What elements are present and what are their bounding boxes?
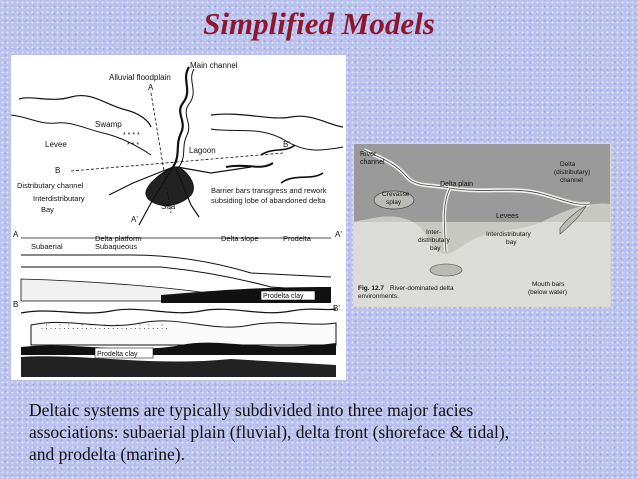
barrier-bars-label-1: Barrier bars transgress and rework (211, 186, 327, 195)
subaerial-label: Subaerial (31, 242, 63, 251)
delta-distributary-label-2: (distributary) (554, 169, 590, 176)
plan-a-label: A (148, 83, 154, 92)
river-dominated-delta-figure: River channel Delta plain Crevasse splay… (353, 143, 611, 307)
delta-plan-and-sections-figure: * * * * * * * Main channel Alluvial floo… (10, 55, 346, 380)
delta-distributary-label-3: channel (560, 177, 583, 184)
svg-text:. : . . : . : . . : . : . . :: . : . . : . : . . : . : . . : . . : . : … (41, 322, 168, 331)
delta-platform-label: Delta platform (95, 234, 142, 243)
svg-text:* * * *: * * * * (123, 132, 140, 139)
swamp-label: Swamp (95, 120, 122, 129)
sea-label: Sea (161, 202, 176, 211)
plan-a-prime-label: A' (131, 215, 138, 224)
river-channel-label-1: River (360, 151, 377, 158)
interdistributary-bay-label-2: bay (506, 239, 517, 246)
barrier-bars-label-2: subsiding lobe of abandoned delta (211, 196, 326, 205)
delta-diagram-svg: * * * * * * * Main channel Alluvial floo… (10, 61, 344, 377)
lagoon-label: Lagoon (189, 146, 216, 155)
slide-title: Simplified Models (203, 6, 435, 41)
plan-b-label: B (55, 166, 60, 175)
crevasse-splay-label-1: Crevasse (382, 191, 410, 198)
figure-caption-line-2: environments. (358, 293, 399, 300)
main-channel-label: Main channel (190, 61, 238, 70)
svg-text:* * *: * * * (127, 142, 139, 149)
slide-caption: Deltaic systems are typically subdivided… (29, 399, 629, 465)
prodelta-label: Prodelta (283, 234, 312, 243)
subaqueous-label: Subaqueous (95, 242, 137, 251)
plan-b-prime-label: B' (283, 140, 290, 149)
interdistributary-label: Interdistributary (33, 194, 85, 203)
delta-plain-label: Delta plain (440, 181, 473, 188)
inter-distributary-bay-label-3: bay (430, 245, 441, 252)
section-a-prodelta-clay-label: Prodelta clay (263, 293, 304, 300)
section-b-prime-label: B' (333, 304, 340, 313)
section-a-prime-label: A' (335, 230, 342, 239)
inter-distributary-bay-label-2: distributary (418, 237, 451, 244)
inter-distributary-bay-label-1: Inter- (426, 229, 441, 236)
section-a-label: A (13, 230, 19, 239)
bay-label: Bay (41, 205, 54, 214)
delta-slope-label: Delta slope (221, 234, 259, 243)
levees-label: Levees (496, 213, 519, 220)
interdistributary-bay-label-1: Interdistributary (486, 231, 532, 238)
mouth-bars-label-2: (below water) (528, 289, 567, 296)
delta-distributary-label-1: Delta (560, 161, 576, 168)
caption-line-2: associations: subaerial plain (fluvial),… (29, 422, 510, 442)
crevasse-splay-label-2: splay (386, 199, 402, 206)
distributary-channel-label: Distributary channel (17, 181, 84, 190)
river-channel-label-2: channel (360, 159, 385, 166)
caption-line-3: and prodelta (marine). (29, 444, 185, 464)
section-b-prodelta-clay-label: Prodelta clay (97, 351, 138, 358)
alluvial-floodplain-label: Alluvial floodplain (109, 73, 171, 82)
mouth-bars-label-1: Mouth bars (532, 281, 565, 288)
figure-number: Fig. 12.7 (358, 285, 384, 292)
levee-label: Levee (45, 140, 67, 149)
section-b-label: B (13, 300, 18, 309)
caption-line-1: Deltaic systems are typically subdivided… (29, 400, 474, 420)
river-delta-svg: River channel Delta plain Crevasse splay… (354, 144, 610, 306)
figure-caption-line-1: River-dominated delta (390, 285, 454, 292)
